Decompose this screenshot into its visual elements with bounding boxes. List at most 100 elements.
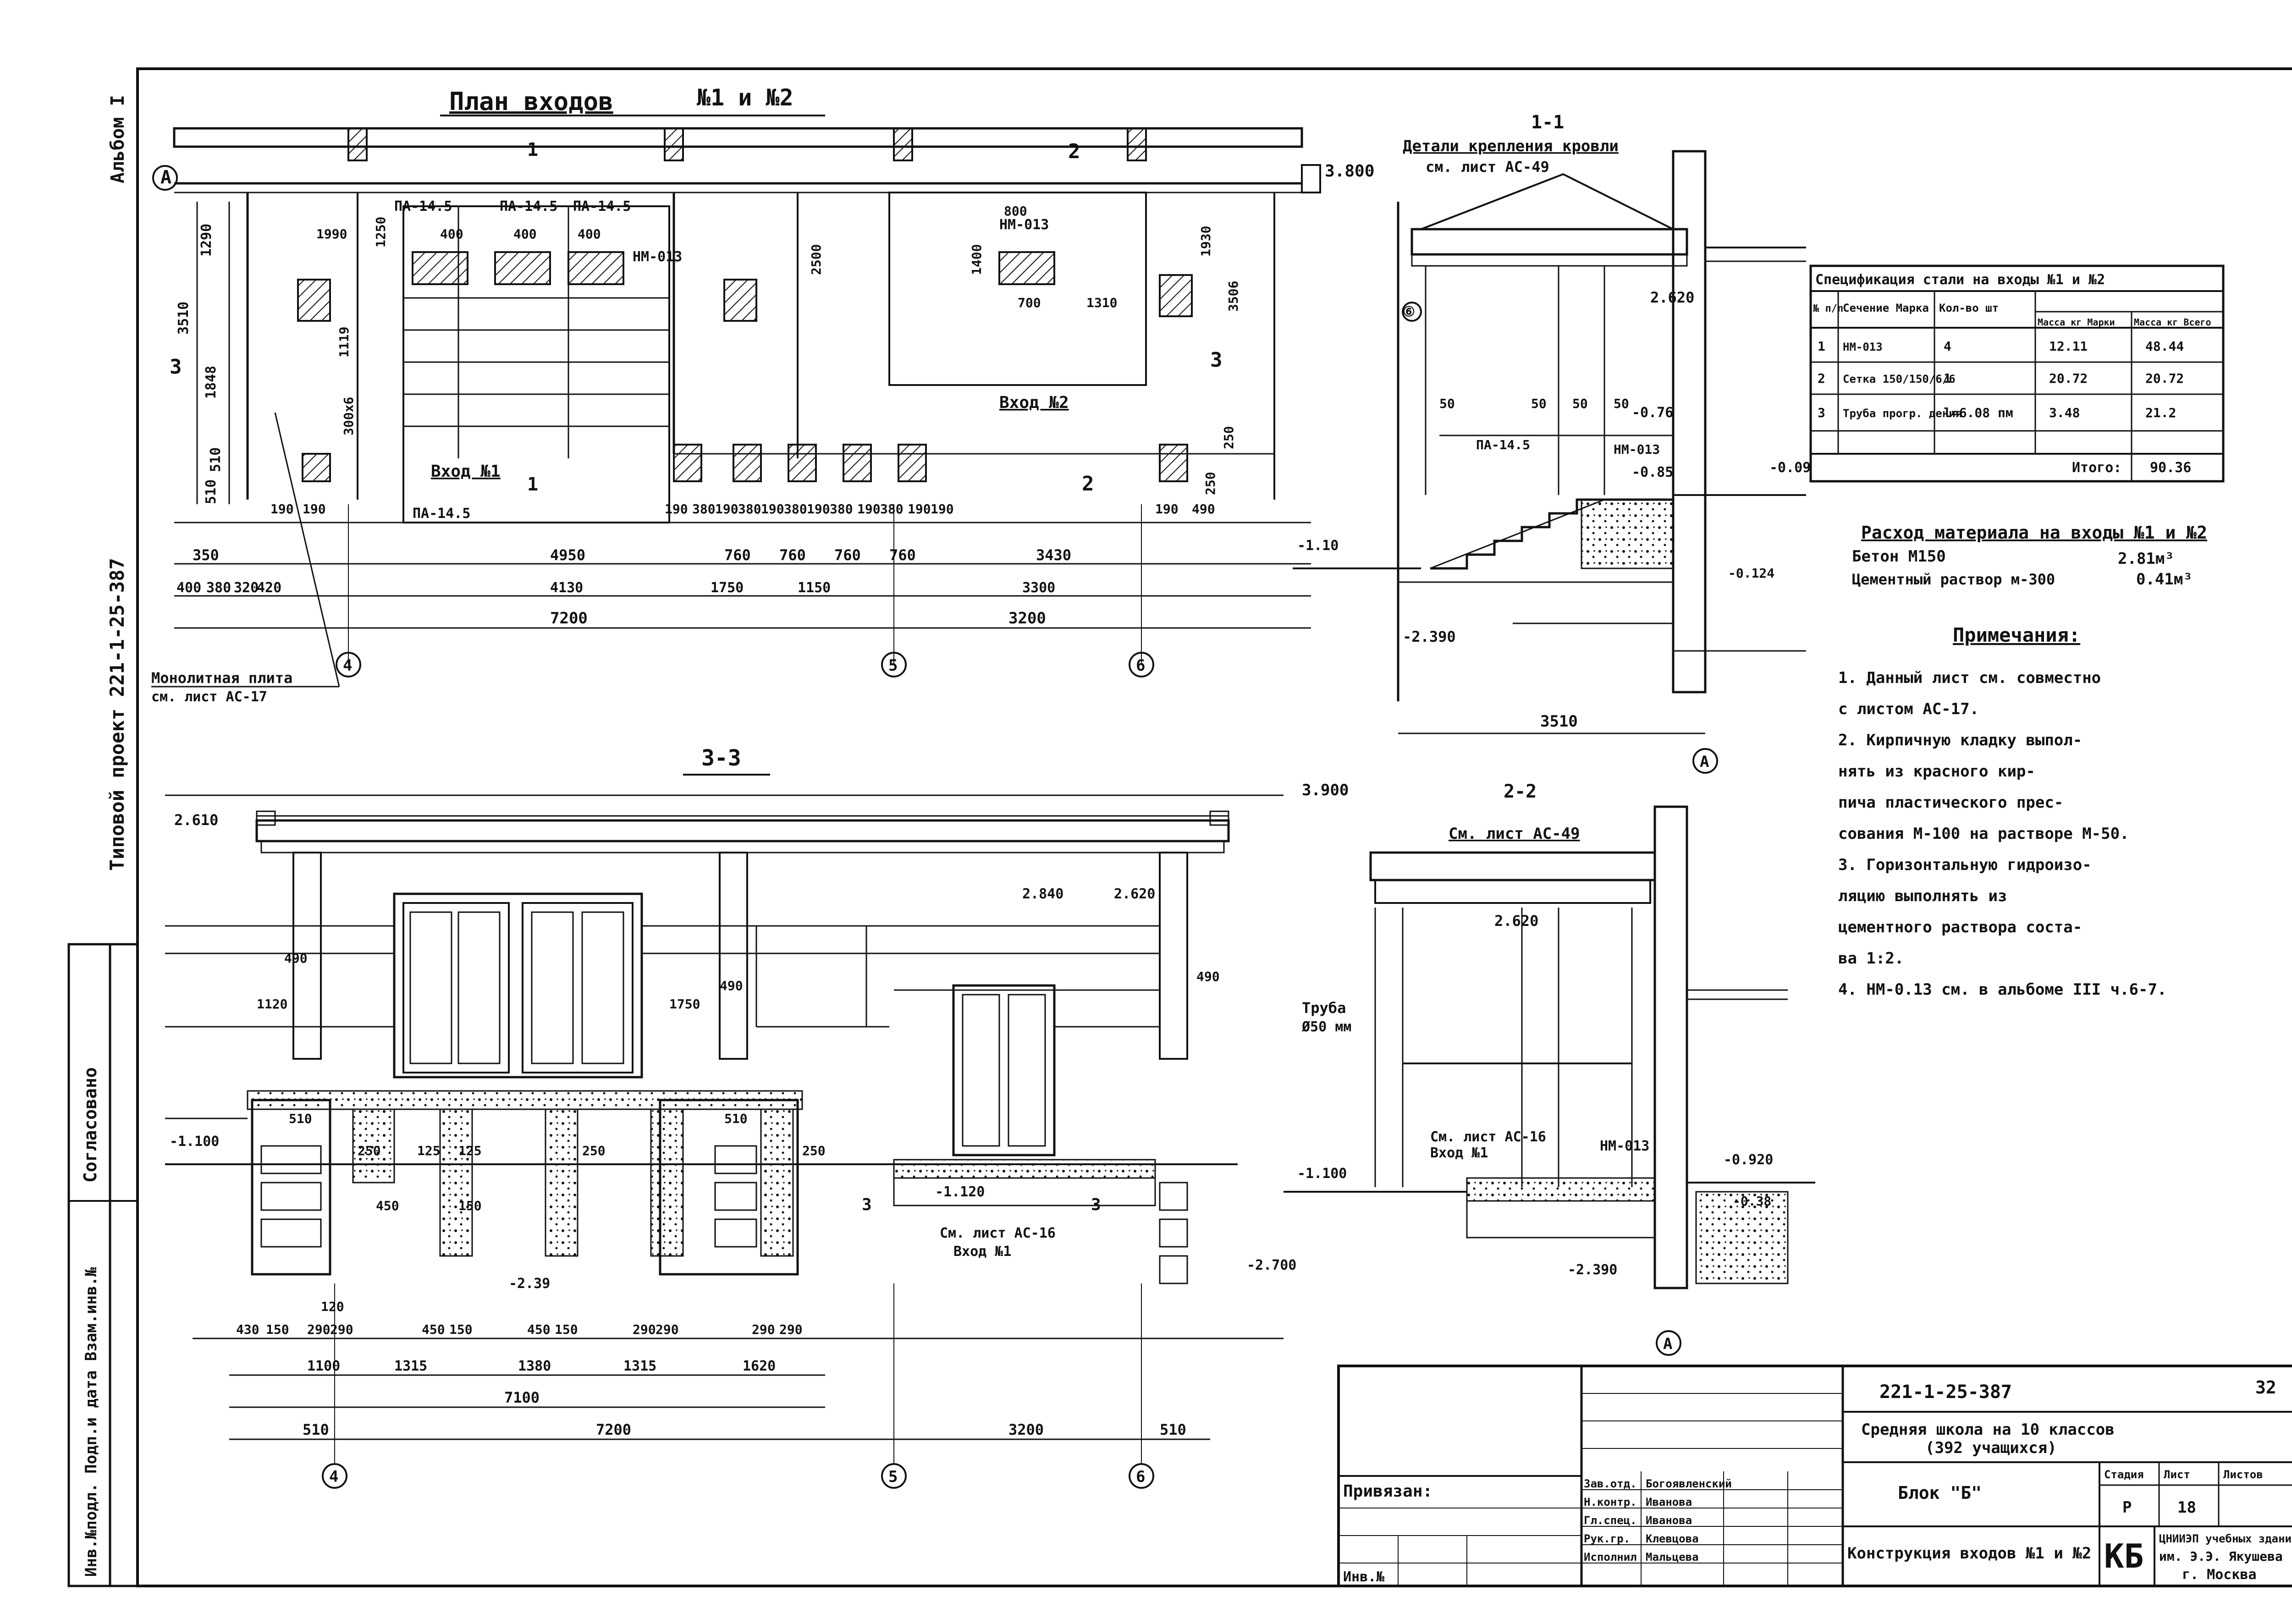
spec-table: Спецификация стали на входы №1 и №2 № п/… — [1809, 264, 2225, 483]
plan-pillar-dim: 190 — [931, 501, 954, 517]
spec-cell: 1 — [1818, 339, 1825, 354]
spec-h-mass-mark: Масса кг Марки — [2038, 317, 2115, 328]
spec-cell: 3 — [1818, 405, 1825, 420]
s33-bottom-dim-2: 1100 — [307, 1358, 340, 1374]
tb-bound: Привязан: — [1343, 1482, 1432, 1501]
materials-item-1: Бетон М150 — [1852, 547, 1946, 566]
note-line: нять из красного кир- — [1838, 762, 2035, 781]
plan-section-2-bot: 2 — [1082, 472, 1094, 495]
signer-name: Клевцова — [1646, 1532, 1699, 1545]
tb-drawing: Конструкция входов №1 и №2 — [1847, 1544, 2091, 1563]
plan-pillar-dim: 380 — [738, 501, 761, 517]
s33-bottom-dim-2: 1315 — [623, 1358, 656, 1374]
plan-axis-5: 5 — [888, 656, 898, 675]
signer-role: Исполнил — [1584, 1551, 1637, 1563]
s33-bottom-dim: 150 — [555, 1322, 578, 1337]
plan-pillar-dim: 190 — [715, 501, 738, 517]
plan-inner-dim: 1310 — [1086, 295, 1117, 310]
plan-axis-a: А — [160, 167, 171, 188]
entrance-1-label: Вход №1 — [431, 462, 501, 481]
tb-object-2: (392 учащихся) — [1925, 1439, 2057, 1457]
plan-total-1: 7200 — [550, 609, 588, 628]
plan-inner-dim: 250 — [1203, 472, 1218, 495]
stair-steps — [403, 206, 1055, 458]
plan-pillar-dim: 190 — [807, 501, 830, 517]
entrance-2-label: Вход №2 — [999, 393, 1069, 412]
s33-inner-dim: 1120 — [257, 996, 287, 1012]
album-label: Альбом I — [107, 95, 128, 183]
s33-foundations — [251, 1099, 1188, 1284]
spec-cell: Сетка 150/150/6/6 — [1843, 373, 1956, 385]
plan-label-pa-4: ПА-14.5 — [413, 506, 470, 522]
s33-ref-1: См. лист АС-16 — [940, 1225, 1056, 1241]
note-line: ва 1:2. — [1838, 949, 1904, 968]
s33-bottom-dim: 150 — [449, 1322, 473, 1337]
note-line: пича пластического прес- — [1838, 793, 2063, 812]
door-entrance-1 — [393, 892, 643, 1079]
plan-total-2: 3200 — [1008, 609, 1046, 628]
s22-level-5: -2.390 — [1568, 1262, 1617, 1278]
plan-inner-dim: 400 — [578, 226, 601, 242]
plan-left-dim: 510 — [203, 479, 219, 504]
plan-inner-dim: 1930 — [1198, 226, 1213, 257]
plan-bottom-dim-2: 3300 — [1022, 580, 1055, 596]
plan-view: План входов №1 и №2 3.800 А — [151, 84, 1374, 705]
tb-sheet: 18 — [2177, 1498, 2196, 1517]
note-line: ляцию выполнять из — [1838, 887, 2007, 905]
plan-inner-dim: 400 — [440, 226, 463, 242]
note-line: 4. НМ-0.13 см. в альбоме III ч.6-7. — [1838, 980, 2166, 999]
materials-value-1: 2.81м³ — [2118, 550, 2174, 568]
s33-bottom-dim-2: 1380 — [518, 1358, 551, 1374]
signer-name: Иванова — [1646, 1496, 1692, 1508]
plan-pillar-dim: 490 — [1192, 501, 1215, 517]
s33-level-1: 2.610 — [174, 811, 218, 829]
s33-axis-5: 5 — [888, 1468, 898, 1486]
plan-pillar-dim: 190 — [665, 501, 688, 517]
materials-item-2: Цементный раствор м-300 — [1852, 571, 2055, 588]
s22-ref2-2: Вход №1 — [1430, 1145, 1488, 1161]
s11-level-7: -0.124 — [1728, 566, 1774, 581]
plan-left-dim: 1290 — [198, 224, 215, 257]
note-line: с листом АС-17. — [1838, 700, 1979, 718]
plan-section-1-top: 1 — [527, 139, 538, 160]
section-1-1: 1-1 Детали крепления кровли см. лист АС-… — [1293, 112, 1811, 774]
signer-name: Мальцева — [1646, 1551, 1699, 1563]
plan-columns — [297, 274, 1193, 482]
s33-title: 3-3 — [701, 745, 741, 771]
plan-pillar-dim: 190 — [303, 501, 326, 517]
plan-pillar-dim: 190 — [857, 501, 881, 517]
materials-title: Расход материала на входы №1 и №2 — [1861, 523, 2207, 543]
spec-cell: 20.72 — [2049, 371, 2088, 386]
plan-section-3-left: 3 — [170, 355, 182, 379]
notes-title: Примечания: — [1953, 624, 2080, 646]
notes-block: Примечания: 1. Данный лист см. совместно… — [1838, 624, 2166, 999]
signer-role: Гл.спец. — [1584, 1514, 1637, 1527]
plan-bottom-dim: 350 — [193, 546, 219, 564]
agreed-label: Согласовано — [80, 1067, 100, 1183]
plan-bottom-dim: 760 — [889, 546, 916, 564]
tb-sheet-h: Лист — [2164, 1468, 2190, 1481]
s11-dim-total: 3510 — [1540, 712, 1578, 731]
spec-cell: 4 — [1944, 339, 1951, 354]
s33-level-3: 2.620 — [1114, 886, 1155, 902]
tb-object-1: Средняя школа на 10 классов — [1861, 1420, 2115, 1439]
stamp-label: Инв.№подл. Подп.и дата Взам.инв.№ — [82, 1267, 100, 1577]
s33-bottom-dim: 430 — [236, 1322, 259, 1337]
plan-inner-dim: 400 — [513, 226, 537, 242]
tb-signers: Зав.отд.БогоявленскийН.контр.ИвановаГл.с… — [1584, 1477, 1732, 1563]
signer-role: Рук.гр. — [1584, 1532, 1630, 1545]
s11-marker: ⑥ — [1403, 304, 1415, 320]
sheet-frame — [67, 67, 2292, 1587]
plan-bottom-dim-2: 4130 — [550, 580, 583, 596]
s33-inner-dim: 250 — [802, 1143, 826, 1158]
plan-label-pa-1: ПА-14.5 — [394, 198, 452, 215]
s22-axis-a: А — [1663, 1335, 1672, 1353]
s11-level-3: -0.85 — [1632, 464, 1673, 480]
plan-pillar-dim: 380 — [784, 501, 807, 517]
plan-pillar-dim: 190 — [270, 501, 294, 517]
